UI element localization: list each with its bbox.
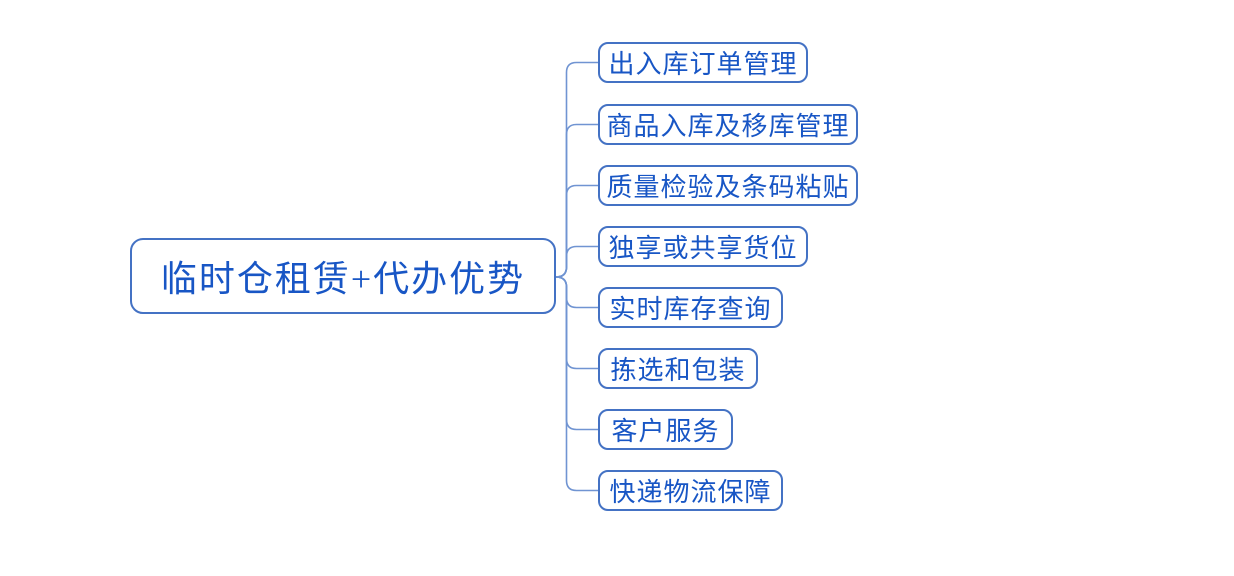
mindmap-node[interactable]: 独享或共享货位: [598, 226, 808, 267]
node-label: 独享或共享货位: [608, 234, 798, 263]
node-label: 实时库存查询: [609, 295, 772, 324]
node-label: 商品入库及移库管理: [606, 112, 850, 141]
connector-line: [555, 184, 598, 278]
mindmap-node[interactable]: 出入库订单管理: [598, 42, 808, 83]
node-label: 快递物流保障: [609, 478, 772, 507]
connector-line: [555, 276, 598, 431]
mindmap-root-node[interactable]: 临时仓租赁+代办优势: [130, 238, 556, 314]
node-label: 客户服务: [611, 417, 720, 446]
node-label: 出入库订单管理: [608, 50, 798, 79]
mindmap-node[interactable]: 质量检验及条码粘贴: [598, 165, 858, 206]
root-node-label: 临时仓租赁+代办优势: [160, 259, 526, 299]
node-label: 质量检验及条码粘贴: [606, 173, 850, 202]
mindmap-node[interactable]: 商品入库及移库管理: [598, 104, 858, 145]
connector-line: [555, 123, 598, 278]
mindmap-node[interactable]: 客户服务: [598, 409, 733, 450]
connector-line: [555, 61, 598, 278]
connector-line: [555, 245, 598, 278]
mindmap-node[interactable]: 拣选和包装: [598, 348, 758, 389]
mindmap-node[interactable]: 实时库存查询: [598, 287, 783, 328]
connector-line: [555, 276, 598, 492]
mindmap-node[interactable]: 快递物流保障: [598, 470, 783, 511]
connector-line: [555, 276, 598, 370]
node-label: 拣选和包装: [610, 356, 746, 385]
connector-line: [555, 276, 598, 309]
